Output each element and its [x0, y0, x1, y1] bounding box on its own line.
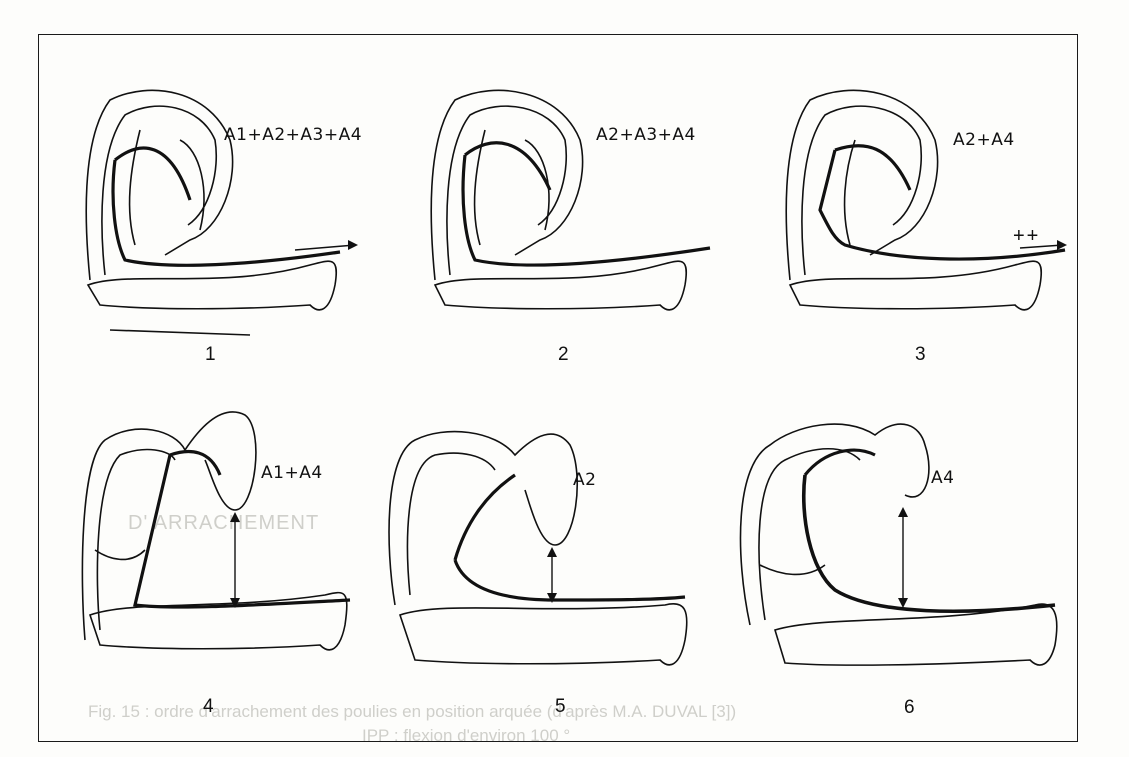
panel-5: A2 5 — [385, 415, 715, 710]
panel-number: 5 — [555, 696, 566, 718]
pulley-label: A2 — [573, 470, 596, 490]
pulley-label: A2+A4 — [953, 130, 1015, 150]
panel-3: A2+A4 ++ 3 — [775, 80, 1075, 380]
panel-1: A1+A2+A3+A4 1 — [70, 80, 380, 380]
panel-number: 3 — [915, 344, 926, 366]
pulley-label: A2+A3+A4 — [596, 125, 696, 145]
panel-number: 4 — [203, 696, 214, 718]
pulley-label: A1+A4 — [261, 463, 323, 483]
force-marker: ++ — [1013, 225, 1040, 248]
panel-6: A4 6 — [735, 405, 1065, 710]
finger-drawing-6 — [735, 405, 1065, 710]
panel-number: 2 — [558, 344, 569, 366]
panel-number: 1 — [205, 344, 216, 366]
panel-4: A1+A4 4 — [75, 400, 375, 710]
finger-drawing-4 — [75, 400, 375, 710]
panel-number: 6 — [904, 697, 915, 719]
finger-drawing-5 — [385, 415, 715, 710]
pulley-label: A4 — [931, 468, 954, 488]
pulley-label: A1+A2+A3+A4 — [224, 125, 362, 145]
panel-2: A2+A3+A4 2 — [420, 80, 730, 380]
